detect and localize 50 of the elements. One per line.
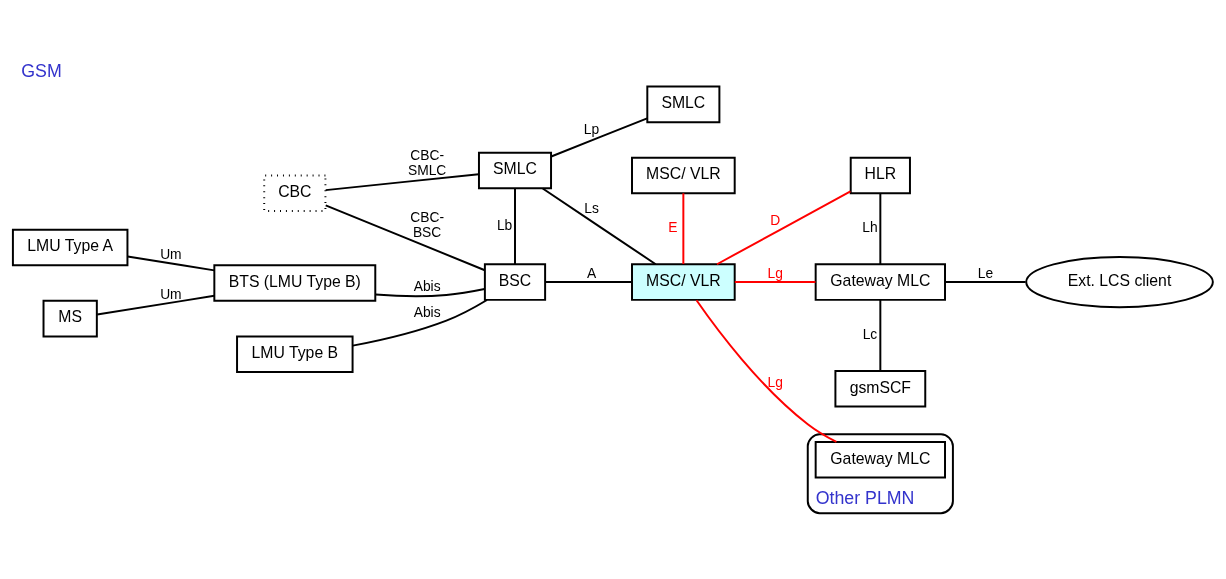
edge-label: Lb bbox=[496, 216, 513, 233]
node-box: SMLC bbox=[477, 151, 553, 189]
connector bbox=[716, 189, 852, 265]
edge-label: D bbox=[770, 211, 781, 228]
node-box: MS bbox=[42, 299, 98, 337]
node-box: Gateway MLC bbox=[814, 262, 946, 301]
edge-label: A bbox=[586, 264, 597, 281]
connector bbox=[324, 203, 486, 271]
edge-label: Ls bbox=[584, 199, 599, 216]
edge-label: Um bbox=[160, 245, 182, 262]
edge-label: Lc bbox=[862, 325, 878, 342]
node-box: MSC/ VLR bbox=[631, 262, 736, 301]
connector bbox=[695, 298, 838, 443]
node-box: Gateway MLC bbox=[814, 440, 946, 479]
connector bbox=[544, 280, 633, 283]
node-box: CBC bbox=[263, 173, 327, 212]
edge-label: Abis bbox=[413, 277, 441, 294]
edge-label: Le bbox=[977, 264, 994, 281]
connector bbox=[550, 116, 649, 157]
node-box: LMU Type A bbox=[11, 228, 129, 266]
node-box: HLR bbox=[849, 156, 911, 194]
node-box: BSC bbox=[483, 262, 547, 301]
node-box: SMLC bbox=[646, 85, 721, 123]
edge-label: Abis bbox=[413, 303, 441, 320]
node-box: gsmSCF bbox=[834, 369, 927, 407]
edge-label: E bbox=[668, 218, 678, 235]
connector bbox=[879, 191, 882, 265]
edge-label: Lg bbox=[767, 264, 783, 281]
edge-label: CBC- BSC bbox=[410, 208, 445, 240]
node-box: MSC/ VLR bbox=[631, 156, 736, 194]
edge-label: Um bbox=[160, 285, 182, 302]
diagram-title: GSM bbox=[21, 60, 62, 81]
connector bbox=[682, 191, 685, 265]
connector bbox=[944, 280, 1027, 283]
edge-label: CBC- SMLC bbox=[407, 146, 447, 178]
node-box: LMU Type B bbox=[236, 334, 354, 373]
edge-label: Lp bbox=[583, 120, 600, 137]
edge-label: Lh bbox=[862, 218, 878, 235]
edge-label: Lg bbox=[767, 373, 783, 390]
connector bbox=[514, 186, 516, 265]
connector bbox=[324, 172, 480, 191]
connector bbox=[879, 298, 882, 372]
connector bbox=[541, 186, 657, 265]
connector bbox=[733, 280, 817, 283]
connector bbox=[374, 287, 486, 297]
connector bbox=[96, 294, 216, 315]
connector bbox=[126, 255, 216, 271]
node-ellipse: Ext. LCS client bbox=[1025, 255, 1214, 308]
node-box: BTS (LMU Type B) bbox=[213, 263, 377, 302]
connector bbox=[351, 298, 488, 347]
